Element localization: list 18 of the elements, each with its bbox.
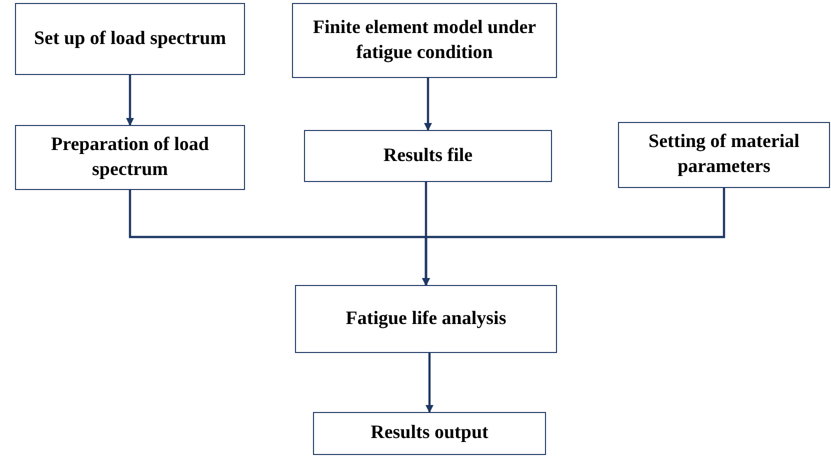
box-label: Set up of load spectrum	[34, 26, 226, 51]
arrow	[424, 78, 432, 131]
process-box	[292, 3, 557, 78]
process-box	[313, 412, 546, 455]
process-box	[304, 130, 552, 182]
box-label: Results file	[383, 144, 473, 168]
process-box	[15, 125, 245, 190]
box-label: Preparation of load spectrum	[50, 132, 210, 182]
box-label: Fatigue life analysis	[346, 306, 506, 331]
arrow	[422, 188, 726, 286]
process-box	[295, 285, 557, 353]
arrow	[426, 353, 434, 413]
process-box	[15, 3, 245, 75]
box-label: Setting of material parameters	[648, 130, 800, 179]
arrow	[126, 75, 134, 126]
process-box	[618, 122, 830, 188]
box-label: Results output	[370, 421, 488, 446]
box-label: Finite element model under fatigue condition	[312, 16, 538, 64]
